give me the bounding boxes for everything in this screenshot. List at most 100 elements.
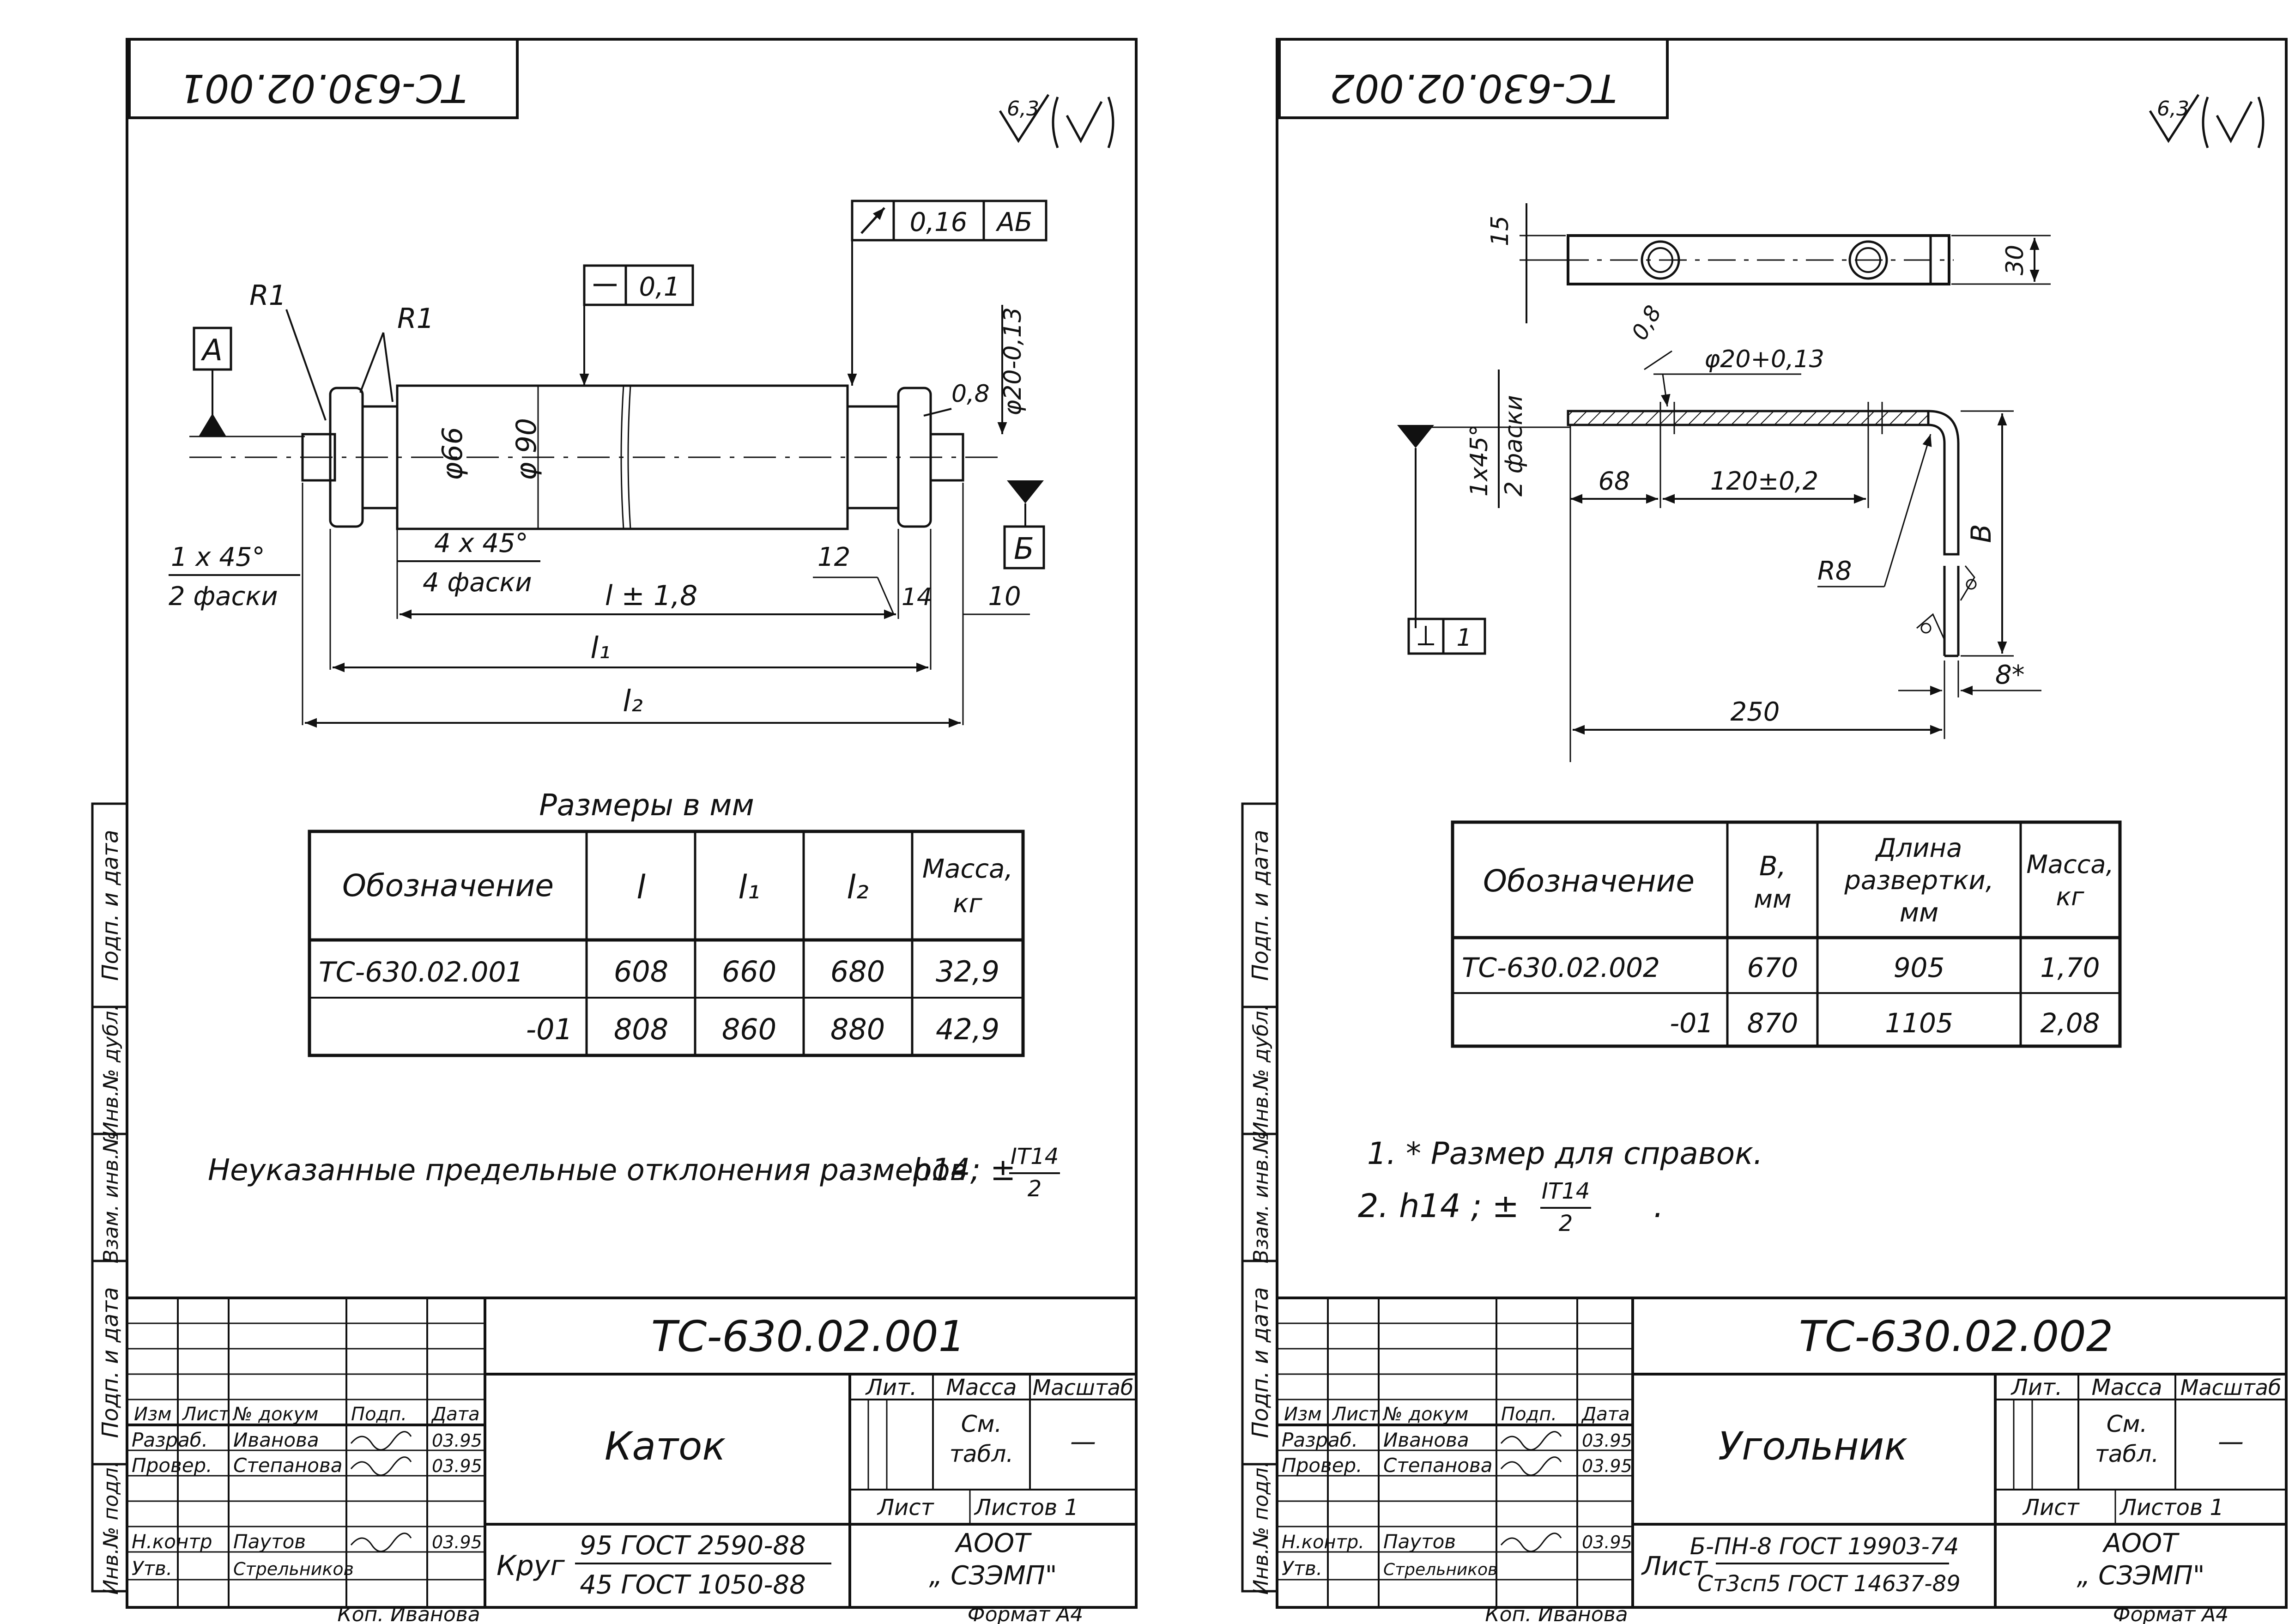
top-stamp-sheet-1: ТС-630.02.001 xyxy=(128,38,519,119)
svg-text:95 ГОСТ 2590-88: 95 ГОСТ 2590-88 xyxy=(580,1531,805,1561)
svg-text:2 фаски: 2 фаски xyxy=(1500,395,1528,497)
svg-text:l ± 1,8: l ± 1,8 xyxy=(605,580,698,612)
table-cell: 1105 xyxy=(1885,1007,1953,1039)
svg-text:Н.контр: Н.контр xyxy=(132,1530,212,1553)
svg-text:03.95: 03.95 xyxy=(1582,1430,1632,1451)
svg-text:табл.: табл. xyxy=(950,1441,1013,1467)
datum-a: А xyxy=(189,327,305,437)
svg-text:Инв.№ подл.: Инв.№ подл. xyxy=(99,1461,123,1595)
svg-text:IT14: IT14 xyxy=(1542,1178,1590,1204)
svg-text:Лист: Лист xyxy=(182,1404,230,1425)
svg-text:03.95: 03.95 xyxy=(1582,1532,1632,1552)
fcf-runout: 0,16 АБ xyxy=(847,200,1048,386)
table-header: Длина xyxy=(1875,833,1962,863)
table-header: развертки, xyxy=(1844,866,1993,896)
table-cell: 860 xyxy=(722,1012,776,1046)
table-caption: Размеры в мм xyxy=(539,788,754,823)
svg-text:.: . xyxy=(1653,1187,1664,1225)
chamfer-label: 2 фаски xyxy=(169,582,278,612)
svg-text:Разраб.: Разраб. xyxy=(132,1429,208,1451)
svg-text:68: 68 xyxy=(1599,467,1630,496)
roughness-mark-sheet-1: 6,3 xyxy=(999,94,1114,148)
svg-text:R8: R8 xyxy=(1817,556,1852,586)
notes-sheet-2: 1. * Размер для справок. 2. h14 ; ± IT14… xyxy=(1358,1136,1763,1236)
svg-text:250: 250 xyxy=(1731,697,1780,727)
svg-text:03.95: 03.95 xyxy=(1582,1456,1632,1476)
diameter-label: φ66 xyxy=(436,427,469,480)
signature xyxy=(350,1456,412,1476)
svg-text:Б-ПН-8 ГОСТ 19903-74: Б-ПН-8 ГОСТ 19903-74 xyxy=(1690,1533,1959,1560)
svg-text:Утв.: Утв. xyxy=(132,1557,172,1580)
part-name: Каток xyxy=(605,1424,726,1469)
svg-text:Листов 1: Листов 1 xyxy=(2119,1495,2224,1521)
side-strip-sheet-1: Подп. и дата Инв.№ дубл. Взам. инв.№ Под… xyxy=(91,802,128,1595)
svg-text:См.: См. xyxy=(961,1411,1002,1437)
svg-text:45 ГОСТ 1050-88: 45 ГОСТ 1050-88 xyxy=(580,1570,805,1600)
svg-text:IT14: IT14 xyxy=(1011,1144,1059,1170)
title-block-sheet-2: Изм Лист № докум Подп. Дата Разраб. Пров… xyxy=(1276,1297,2288,1609)
svg-text:—: — xyxy=(2218,1427,2244,1457)
svg-text:См.: См. xyxy=(2107,1411,2148,1437)
svg-text:Лит.: Лит. xyxy=(2010,1375,2063,1400)
table-header: В, xyxy=(1759,850,1786,882)
svg-text:Лист: Лист xyxy=(2022,1495,2080,1521)
table-header: l₂ xyxy=(847,868,869,906)
svg-text:Масса: Масса xyxy=(2091,1375,2162,1400)
table-header: кг xyxy=(2056,882,2085,911)
svg-text:Утв.: Утв. xyxy=(1282,1557,1322,1580)
svg-text:Подп. и дата: Подп. и дата xyxy=(97,830,123,981)
diameter-label: φ20-0,13 xyxy=(999,307,1027,416)
table-cell: ТС-630.02.001 xyxy=(319,956,524,988)
svg-text:1. * Размер для справок.: 1. * Размер для справок. xyxy=(1367,1136,1763,1171)
svg-text:Инв.№ дубл.: Инв.№ дубл. xyxy=(99,1004,123,1137)
svg-text:Провер.: Провер. xyxy=(132,1454,212,1477)
footer-copy: Коп. Иванова xyxy=(337,1603,480,1624)
table-cell: 670 xyxy=(1747,952,1798,983)
svg-text:Подп. и дата: Подп. и дата xyxy=(97,1287,123,1438)
svg-text:6,3: 6,3 xyxy=(1007,97,1039,121)
svg-text:03.95: 03.95 xyxy=(432,1430,482,1451)
sheet-1: ТС-630.02.001 6,3 А xyxy=(91,38,1138,1624)
footer-copy: Коп. Иванова xyxy=(1485,1603,1628,1624)
table-cell: 680 xyxy=(830,955,885,988)
bracket-front-view xyxy=(1567,402,1960,657)
svg-text:АООТ: АООТ xyxy=(955,1528,1032,1558)
svg-text:АООТ: АООТ xyxy=(2102,1528,2180,1558)
frame-sheet-1 xyxy=(126,38,1138,1609)
dimension-lines: l ± 1,8 l₁ l₂ 12 14 10 xyxy=(302,483,1030,728)
svg-text:—: — xyxy=(1070,1427,1096,1457)
svg-text:h14; ±: h14; ± xyxy=(912,1152,1016,1188)
chamfer-label: 4 фаски xyxy=(423,568,532,598)
table-header: Масса, xyxy=(2026,850,2113,879)
signature xyxy=(1500,1431,1562,1451)
svg-text:Подп.: Подп. xyxy=(1501,1404,1557,1425)
sheet-2: ТС-630.02.002 6,3 15 30 xyxy=(1241,38,2288,1624)
signature xyxy=(350,1533,412,1552)
svg-text:№ докум: № докум xyxy=(232,1404,318,1425)
svg-text:Степанова: Степанова xyxy=(233,1454,342,1477)
svg-text:Паутов: Паутов xyxy=(233,1530,306,1553)
svg-text:12: 12 xyxy=(817,542,850,572)
svg-text:табл.: табл. xyxy=(2095,1441,2159,1467)
signature xyxy=(350,1431,412,1451)
svg-text:Масштаб: Масштаб xyxy=(2180,1375,2282,1400)
footer-format: Формат А4 xyxy=(968,1603,1084,1624)
chamfer-label: 1 x 45° xyxy=(171,542,265,572)
table-header: l₁ xyxy=(738,868,760,906)
note-sheet-1: Неуказанные предельные отклонения размер… xyxy=(208,1144,1060,1202)
dimension-table-sheet-1: Обозначение l l₁ l₂ Масса, кг ТС-630.02.… xyxy=(308,830,1025,1057)
table-cell: -01 xyxy=(526,1012,573,1046)
svg-text:Подп. и дата: Подп. и дата xyxy=(1247,830,1273,981)
table-cell: ТС-630.02.002 xyxy=(1462,952,1660,983)
svg-text:ТС-630.02.002: ТС-630.02.002 xyxy=(1330,66,1617,111)
svg-text:φ20+0,13: φ20+0,13 xyxy=(1704,345,1824,373)
svg-text:Лист: Лист xyxy=(1332,1404,1380,1425)
svg-text:Инв.№ подл.: Инв.№ подл. xyxy=(1249,1461,1273,1595)
datum-b: Б xyxy=(1003,480,1045,570)
table-cell: -01 xyxy=(1670,1007,1714,1039)
table-cell: 32,9 xyxy=(936,955,999,988)
svg-text:0,1: 0,1 xyxy=(639,272,680,302)
svg-text:Дата: Дата xyxy=(431,1404,480,1425)
svg-text:№ докум: № докум xyxy=(1382,1404,1468,1425)
